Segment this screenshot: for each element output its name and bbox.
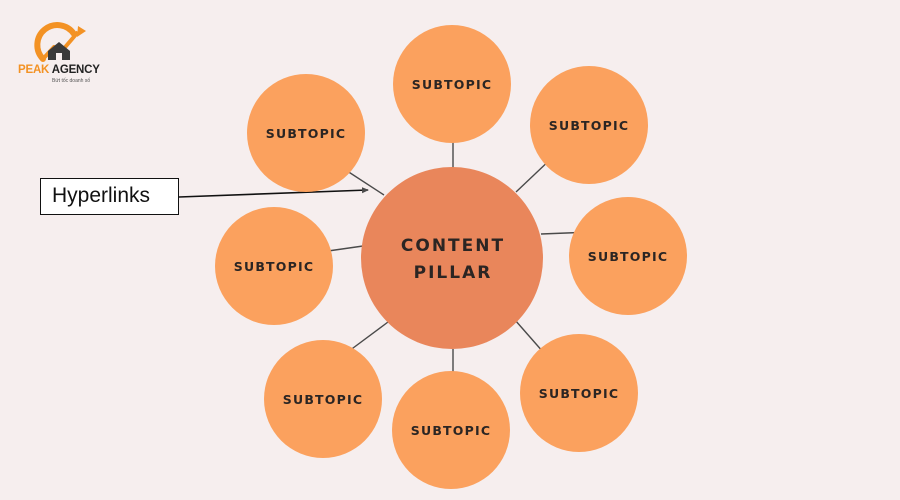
logo-word-agency: AGENCY [49,64,100,76]
pillar-circle [361,167,543,349]
subtopic-top-left: SUBTOPIC [247,74,365,192]
subtopic-label: SUBTOPIC [283,392,363,407]
subtopic-label: SUBTOPIC [234,259,314,274]
subtopic-label: SUBTOPIC [412,77,492,92]
subtopic-label: SUBTOPIC [411,423,491,438]
subtopic-label: SUBTOPIC [266,126,346,141]
subtopic-label: SUBTOPIC [588,249,668,264]
subtopic-top-right: SUBTOPIC [530,66,648,184]
callout-pointer [178,187,369,198]
subtopic-right: SUBTOPIC [569,197,687,315]
subtopic-top: SUBTOPIC [393,25,511,143]
logo-tagline: Bứt tốc doanh số [52,78,91,84]
subtopic-label: SUBTOPIC [539,386,619,401]
subtopic-bottom-left: SUBTOPIC [264,340,382,458]
peak-agency-logo: PEAK AGENCY Bứt tốc doanh số [14,14,109,90]
subtopic-circle [247,74,365,192]
subtopic-circle [530,66,648,184]
subtopic-circle [215,207,333,325]
hyperlinks-callout: Hyperlinks [40,178,179,215]
subtopic-circle [569,197,687,315]
pillar-label-line2: PILLAR [414,263,493,283]
subtopic-label: SUBTOPIC [549,118,629,133]
subtopic-bottom: SUBTOPIC [392,371,510,489]
subtopic-circle [393,25,511,143]
pillar-label-line1: CONTENT [401,236,505,256]
subtopic-circle [392,371,510,489]
subtopic-left: SUBTOPIC [215,207,333,325]
logo-wordmark: PEAK AGENCY [18,64,100,76]
logo-word-peak: PEAK [18,64,50,76]
subtopic-circle [520,334,638,452]
content-pillar: CONTENT PILLAR [361,167,543,349]
subtopic-circle [264,340,382,458]
subtopic-bottom-right: SUBTOPIC [520,334,638,452]
logo-mark-icon [34,22,86,62]
